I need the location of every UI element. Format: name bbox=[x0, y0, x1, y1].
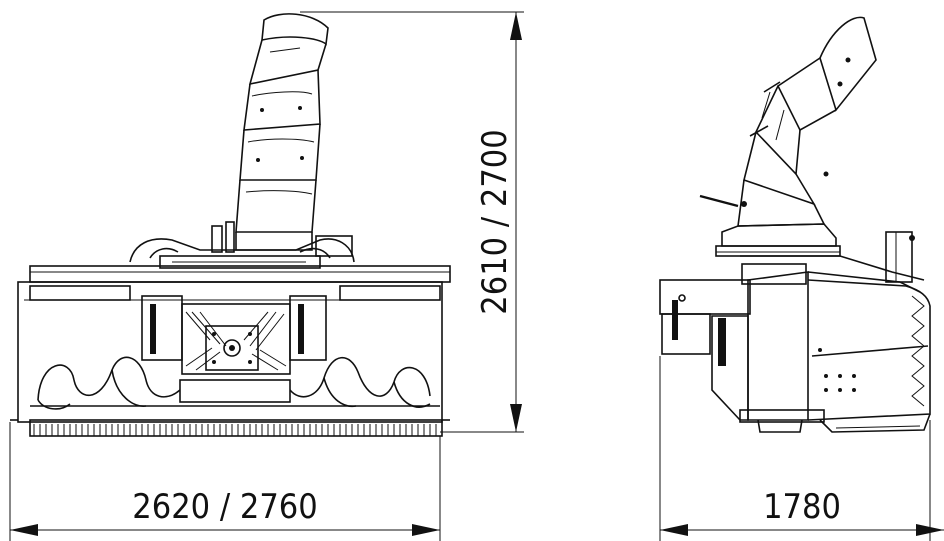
front-view bbox=[10, 13, 451, 437]
arrowhead-left bbox=[660, 524, 688, 536]
front-cutting-edge bbox=[10, 419, 450, 437]
arrowhead-right bbox=[412, 524, 440, 536]
arrowhead-left bbox=[10, 524, 38, 536]
arrowhead-right bbox=[916, 524, 944, 536]
front-housing bbox=[17, 281, 443, 423]
front-height-label: 2610 / 2700 bbox=[475, 129, 515, 314]
front-width-label: 2620 / 2760 bbox=[132, 487, 317, 527]
side-view bbox=[659, 16, 931, 433]
side-body bbox=[659, 231, 931, 433]
side-chute bbox=[699, 16, 877, 257]
front-chute bbox=[211, 13, 353, 257]
arrowhead-top bbox=[510, 12, 522, 40]
arrowhead-bottom bbox=[510, 404, 522, 432]
front-hood bbox=[29, 238, 451, 283]
front-width-dimension: 2620 / 2760 bbox=[9, 422, 441, 541]
side-width-label: 1780 bbox=[763, 487, 841, 527]
side-width-dimension: 1780 bbox=[659, 356, 944, 541]
front-height-dimension: 2610 / 2700 bbox=[300, 11, 524, 433]
front-auger bbox=[30, 356, 440, 410]
